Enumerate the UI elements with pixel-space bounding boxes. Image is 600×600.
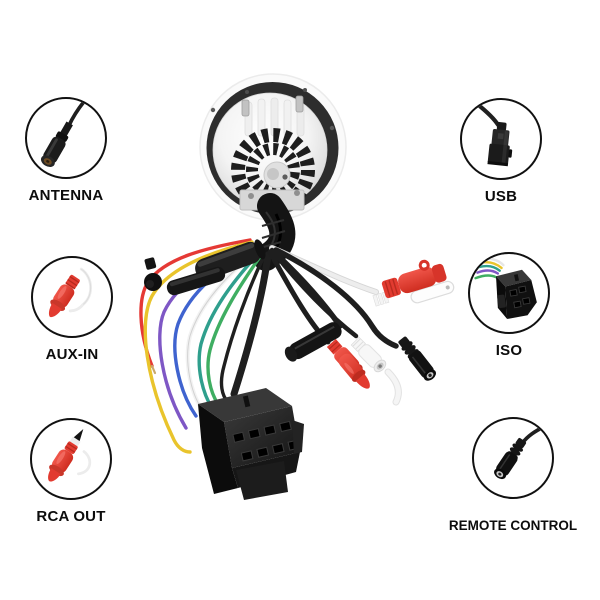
callout-antenna: ANTENNA	[25, 97, 107, 204]
clamp-screws	[241, 95, 304, 117]
callout-iso: ISO	[468, 252, 550, 359]
remote-jack-3-5mm	[398, 336, 436, 381]
callout-aux-in: AUX-IN	[31, 256, 113, 363]
iso-callout-circle	[468, 252, 550, 334]
wire-green	[206, 252, 264, 406]
usb-callout-circle	[460, 98, 542, 180]
antenna-label: ANTENNA	[28, 187, 104, 204]
iso-main-cable	[230, 251, 272, 398]
antenna-callout-circle	[25, 97, 107, 179]
remote-control-label: REMOTE CONTROL	[448, 518, 578, 533]
wire-black	[219, 254, 266, 404]
callout-remote-control: REMOTE CONTROL	[449, 417, 577, 533]
cooling-vent	[231, 128, 315, 212]
jack-3-5mm-female-icon	[494, 424, 547, 480]
iso-label: ISO	[495, 342, 523, 359]
remote-control-callout-circle	[472, 417, 554, 499]
remote-jack-cable	[273, 247, 399, 349]
white-rca-tail	[385, 369, 401, 405]
aux-rca-plug-icon	[48, 267, 92, 318]
speaker-unit	[199, 73, 347, 221]
antenna-adapter	[144, 239, 266, 296]
power-quick-connector	[372, 259, 455, 307]
iso-connector	[198, 388, 304, 500]
antenna-plug-icon	[40, 99, 87, 167]
rca-out-plug-icon	[48, 429, 92, 482]
wire-red-bare-tip	[150, 364, 157, 375]
callout-usb: USB	[460, 98, 542, 205]
white-rca-jack	[350, 336, 387, 373]
usb-label: USB	[484, 188, 518, 205]
aux-extension-jack	[284, 322, 342, 362]
iso-block-connector-icon	[474, 257, 537, 319]
rca-cable-2	[269, 247, 359, 339]
wire-teal	[197, 250, 262, 410]
rca-out-label: RCA OUT	[36, 508, 106, 525]
red-rca-jack-2	[338, 353, 370, 389]
aux-in-label: AUX-IN	[45, 346, 99, 363]
rca-out-callout-circle	[30, 418, 112, 500]
aux-in-callout-circle	[31, 256, 113, 338]
wire-yellow	[143, 240, 254, 454]
usb-a-connector-icon	[474, 101, 513, 167]
callout-rca-out: RCA OUT	[30, 418, 112, 525]
